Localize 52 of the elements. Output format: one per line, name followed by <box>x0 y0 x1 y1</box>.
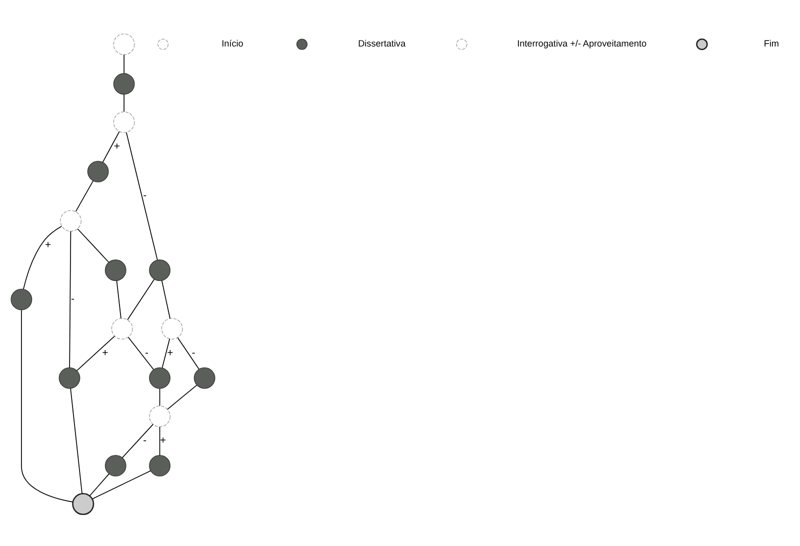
connector <box>116 280 122 318</box>
legend-label: Interrogativa +/- Aproveitamento <box>517 38 647 48</box>
connector <box>122 423 154 458</box>
connector <box>89 472 110 496</box>
connector <box>77 228 110 262</box>
node-circle <box>87 160 109 182</box>
legend-label: Início <box>222 38 244 48</box>
edge-label: - <box>143 434 147 446</box>
legend-label: Fim <box>764 38 779 48</box>
edge-label: - <box>71 293 74 304</box>
connector <box>21 309 74 502</box>
edge-label: + <box>160 434 166 446</box>
connector <box>92 470 152 499</box>
node-circle <box>113 72 135 94</box>
node-circle <box>113 111 135 132</box>
node-circle <box>161 317 183 339</box>
connector <box>161 280 170 318</box>
node-circle <box>111 317 133 339</box>
edge-label: + <box>114 140 120 152</box>
connector <box>167 384 198 410</box>
node-circle <box>149 259 170 280</box>
connector <box>177 336 200 370</box>
edge-label: - <box>145 347 148 358</box>
connector <box>159 426 160 456</box>
connector <box>128 336 154 370</box>
connector <box>127 278 155 320</box>
connector <box>69 230 72 368</box>
node-circle <box>149 366 170 388</box>
edge-label: + <box>102 347 108 358</box>
edge-label: + <box>167 347 174 358</box>
connector <box>102 130 120 162</box>
connector <box>162 338 170 368</box>
connector <box>76 335 115 371</box>
edge-label: + <box>45 240 52 251</box>
connector <box>70 388 82 494</box>
node-circle <box>58 366 80 388</box>
node-circle <box>104 259 126 280</box>
node-circle <box>149 454 170 476</box>
node-circle <box>10 288 32 310</box>
node-circle <box>149 405 170 427</box>
connector <box>159 388 160 406</box>
legend-label: Dissertativa <box>358 38 406 48</box>
node-circle <box>104 454 126 476</box>
node-circle <box>72 492 94 515</box>
node-circle <box>194 366 216 388</box>
node-circle <box>113 33 135 54</box>
edge-label: - <box>143 190 147 202</box>
connector <box>126 132 158 260</box>
connector <box>75 180 94 212</box>
node-circle <box>60 210 82 232</box>
edge-label: - <box>192 347 196 358</box>
connector <box>23 225 62 290</box>
